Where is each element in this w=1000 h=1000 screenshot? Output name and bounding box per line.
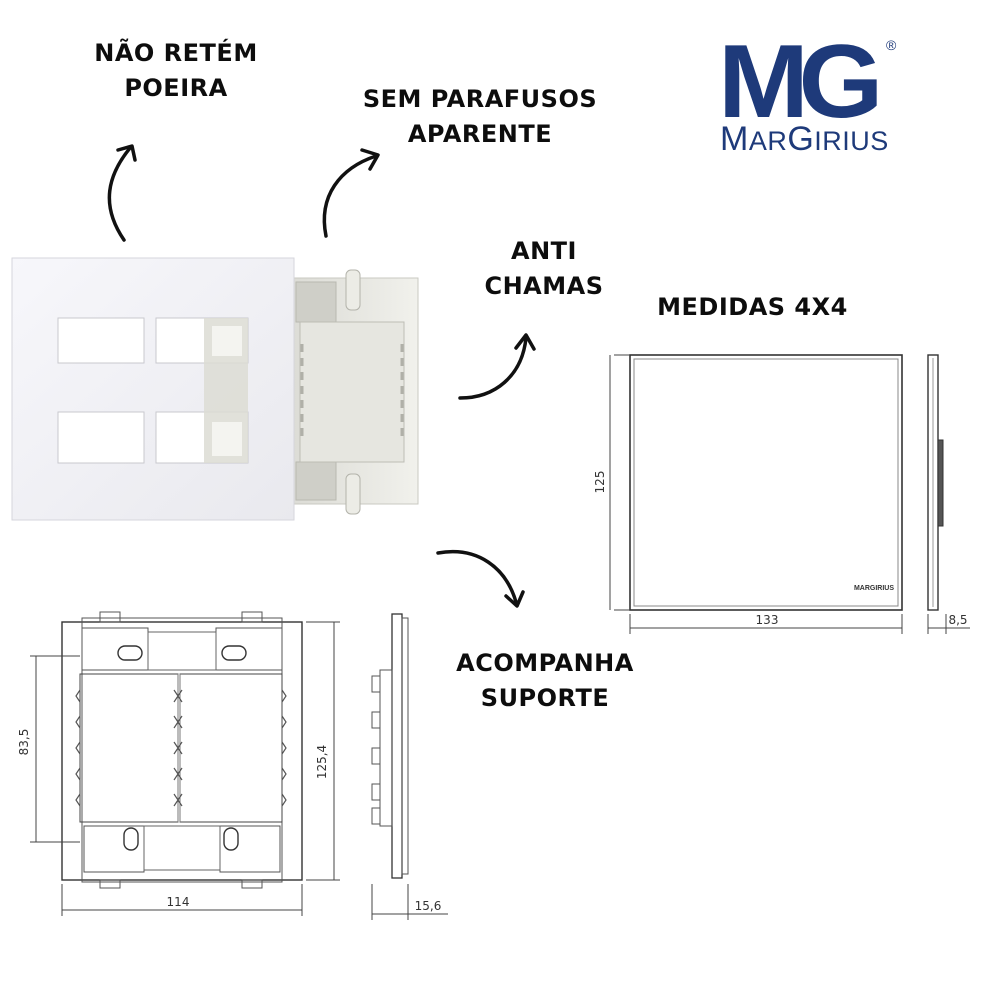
feature-measures-text: MEDIDAS 4X4 (657, 293, 848, 321)
feature-measures: MEDIDAS 4X4 (650, 290, 855, 325)
curved-arrow-icon (107, 144, 137, 242)
curved-arrow-icon (458, 333, 536, 400)
feature-flame: ANTI CHAMAS (470, 234, 618, 304)
support-front-drawing (30, 611, 340, 916)
feature-dust-line2: POEIRA (124, 73, 228, 102)
support-width-label: 114 (167, 895, 190, 909)
feature-support: ACOMPANHA SUPORTE (440, 646, 650, 716)
feature-dust: NÃO RETÉM POEIRA (86, 36, 266, 106)
margirius-logo: MG ® MARGIRIUS (718, 24, 900, 158)
support-side-drawing (371, 613, 448, 920)
brand-letters-ar: AR (748, 126, 788, 156)
feature-dust-line1: NÃO RETÉM (94, 39, 258, 67)
plate-height-label: 125 (593, 471, 607, 494)
plate-width-label: 133 (756, 613, 779, 627)
support-height-label: 125,4 (315, 745, 329, 779)
feature-flame-line1: ANTI (511, 237, 577, 265)
plate-depth-label: 8,5 (948, 613, 967, 627)
registered-mark: ® (886, 37, 897, 53)
logo-brand-name: MARGIRIUS (720, 122, 889, 156)
feature-screws-line1: SEM PARAFUSOS (362, 85, 598, 113)
plate-front-drawing (609, 354, 903, 634)
brand-letter-g: G (787, 120, 815, 158)
feature-screws: SEM PARAFUSOS APARENTE (360, 82, 600, 152)
feature-screws-line2: APARENTE (407, 119, 553, 148)
support-inner-height-label: 83,5 (17, 729, 31, 756)
plate-engraving: MARGIRIUS (854, 585, 894, 592)
feature-support-line1: ACOMPANHA (456, 649, 634, 677)
cover-plate-photo (11, 257, 295, 521)
curved-arrow-icon (436, 550, 525, 608)
feature-support-line2: SUPORTE (480, 683, 610, 712)
brand-letters-irius: IRIUS (814, 126, 889, 156)
logo-letters: MG (718, 24, 883, 140)
feature-flame-line2: CHAMAS (484, 271, 604, 300)
plate-side-drawing (927, 354, 970, 634)
curved-arrow-icon (322, 148, 380, 238)
support-frame-photo (291, 269, 419, 515)
brand-letter-m: M (720, 120, 749, 158)
support-depth-label: 15,6 (415, 899, 442, 913)
